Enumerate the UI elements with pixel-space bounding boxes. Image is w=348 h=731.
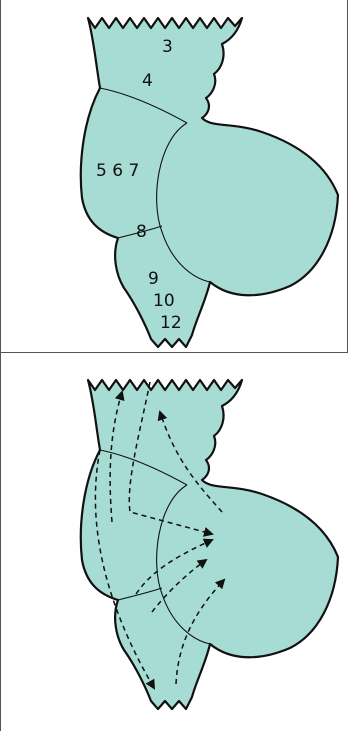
label-3: 3	[162, 37, 173, 57]
label-4: 4	[142, 71, 153, 91]
bottom-panel	[81, 380, 338, 709]
label-10: 10	[153, 291, 175, 311]
label-8: 8	[136, 222, 147, 242]
label-12: 12	[160, 313, 182, 333]
top-tissue-shape	[81, 18, 338, 347]
top-panel: 3 4 5 6 7 8 9 10 12	[81, 18, 338, 347]
label-9: 9	[148, 269, 159, 289]
label-567: 5 6 7	[96, 161, 139, 181]
bottom-tissue-shape	[81, 380, 338, 709]
